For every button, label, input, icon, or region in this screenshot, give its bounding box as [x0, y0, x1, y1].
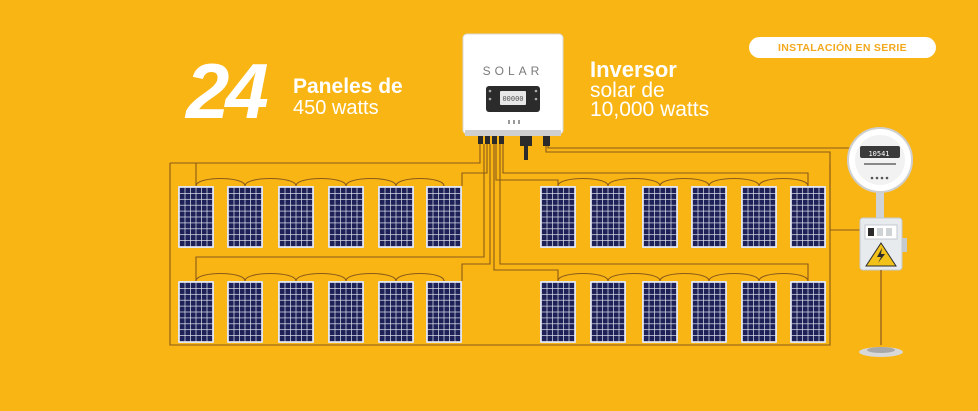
- inverter-desc-line1: solar de: [590, 79, 665, 102]
- solar-panel-icon: [378, 186, 414, 248]
- solar-panel-icon: [426, 186, 462, 248]
- solar-panel-icon: [426, 281, 462, 343]
- solar-panel-icon: [540, 186, 576, 248]
- solar-panel-icon: [378, 281, 414, 343]
- solar-panel-arrays: [178, 186, 826, 343]
- solar-panel-icon: [540, 281, 576, 343]
- solar-panel-icon: [278, 186, 314, 248]
- solar-panel-icon: [790, 186, 826, 248]
- solar-panel-icon: [642, 186, 678, 248]
- solar-panel-icon: [691, 281, 727, 343]
- panels-wattage: 450 watts: [293, 97, 379, 119]
- solar-panel-icon: [741, 186, 777, 248]
- inverter-lcd-text: 00000: [502, 95, 523, 103]
- meter-reading: 10541: [868, 150, 890, 158]
- solar-panel-icon: [790, 281, 826, 343]
- solar-panel-icon: [642, 281, 678, 343]
- electric-meter-icon: [847, 127, 913, 218]
- inverter-icon: [462, 33, 564, 160]
- solar-panel-icon: [178, 186, 214, 248]
- solar-panel-icon: [227, 281, 263, 343]
- solar-panel-icon: [691, 186, 727, 248]
- solar-panel-icon: [278, 281, 314, 343]
- inverter-title: Inversor: [590, 57, 677, 82]
- solar-panel-icon: [590, 281, 626, 343]
- solar-panel-icon: [328, 186, 364, 248]
- solar-panel-icon: [590, 186, 626, 248]
- solar-panel-icon: [741, 281, 777, 343]
- wiring: [169, 128, 881, 346]
- inverter-lcd: 00000: [502, 95, 523, 103]
- solar-panel-icon: [178, 281, 214, 343]
- panels-title: Paneles de: [293, 75, 403, 98]
- breaker-box-icon: [859, 217, 907, 271]
- solar-panel-icon: [227, 186, 263, 248]
- ground-rod-icon: [859, 270, 903, 357]
- inverter-brand: SOLAR: [482, 64, 544, 78]
- panel-count: 24: [186, 47, 269, 135]
- solar-panel-icon: [328, 281, 364, 343]
- inverter-desc-line2: 10,000 watts: [590, 98, 710, 121]
- installation-type-badge: INSTALACIÓN EN SERIE: [749, 37, 936, 58]
